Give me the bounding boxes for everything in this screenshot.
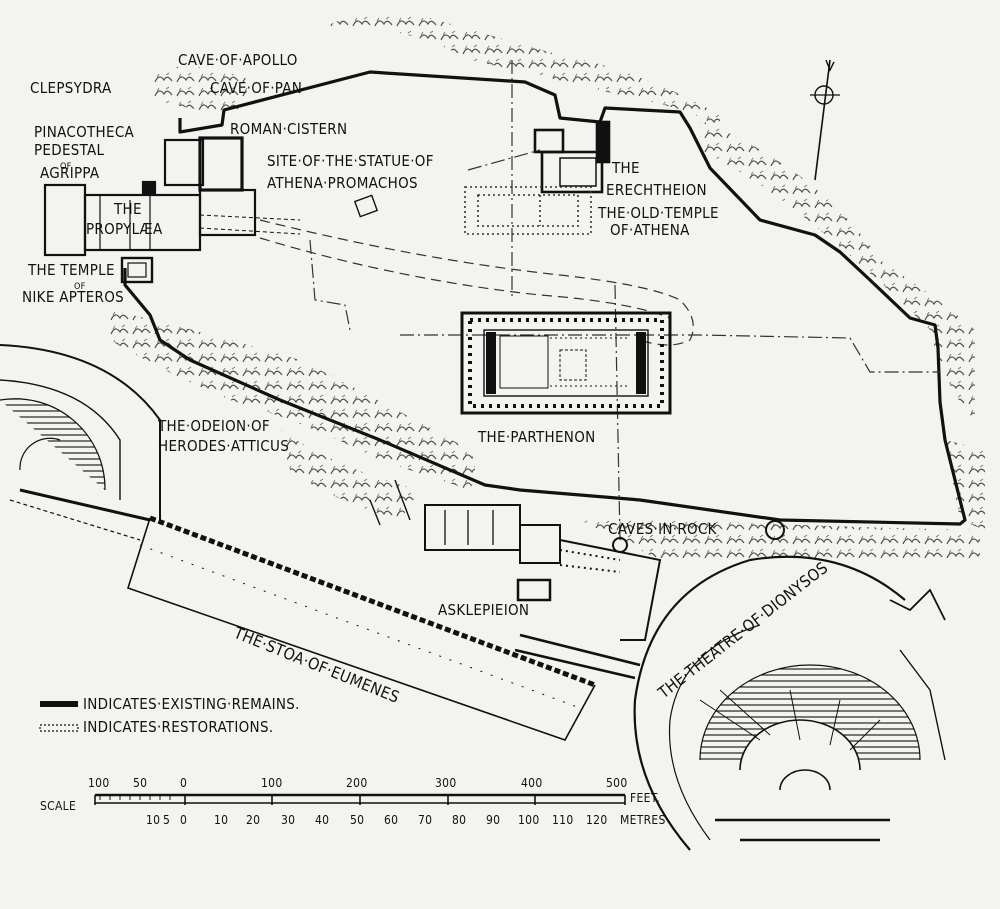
label-clepsydra: CLEPSYDRA xyxy=(30,79,112,97)
label-erechtheion-line1: THE xyxy=(612,159,640,177)
scale-metre-tick: 40 xyxy=(315,813,330,827)
scale-metre-tick: 100 xyxy=(518,813,540,827)
north-arrow-icon xyxy=(810,59,840,181)
scale-metre-tick: 50 xyxy=(350,813,365,827)
scale-feet-tick: 500 xyxy=(606,776,628,790)
label-pedestal-of: OF xyxy=(60,162,72,172)
scale-metre-tick: 30 xyxy=(281,813,296,827)
scale-metres-unit: METRES xyxy=(620,813,666,827)
scale-feet-tick: 100 xyxy=(88,776,110,790)
label-old-temple-line2: OF·ATHENA xyxy=(610,221,690,239)
scale-feet-tick: 300 xyxy=(435,776,457,790)
scale-feet-tick: 400 xyxy=(521,776,543,790)
propylaea-building xyxy=(43,136,301,284)
rock-slopes xyxy=(110,12,985,560)
scale-label: SCALE xyxy=(40,799,77,813)
label-nike-line2: NIKE APTEROS xyxy=(22,288,125,306)
label-odeion-line2: HERODES·ATTICUS xyxy=(158,437,290,455)
label-asklepieion: ASKLEPIEION xyxy=(438,601,530,619)
label-roman-cistern: ROMAN·CISTERN xyxy=(230,120,348,138)
label-old-temple-line1: THE·OLD·TEMPLE xyxy=(598,204,719,222)
legend-existing-swatch xyxy=(40,701,78,707)
scale-metre-tick: 10 xyxy=(146,813,161,827)
old-temple-athena xyxy=(464,186,592,235)
label-nike-line1: THE TEMPLE xyxy=(28,261,115,279)
stoa-building xyxy=(127,515,596,741)
label-pedestal: PEDESTAL xyxy=(34,141,105,159)
scale-feet-unit: FEET. xyxy=(630,791,660,805)
asklepieion-structures xyxy=(369,479,785,680)
label-cave-apollo: CAVE·OF·APOLLO xyxy=(178,51,298,69)
scale-metre-tick: 90 xyxy=(486,813,501,827)
label-pinacotheca: PINACOTHECA xyxy=(34,123,135,141)
scale-metre-tick: 80 xyxy=(452,813,467,827)
scale-feet-tick: 200 xyxy=(346,776,368,790)
scale-bar xyxy=(94,793,626,805)
scale-metre-tick: 120 xyxy=(586,813,608,827)
theatre-building xyxy=(633,555,946,851)
scale-feet-tick: 50 xyxy=(133,776,148,790)
scale-metre-tick: 10 xyxy=(214,813,229,827)
scale-feet-tick: 0 xyxy=(180,776,188,790)
scale-metre-tick: 70 xyxy=(418,813,433,827)
label-propylaea-line2: PROPYLÆA xyxy=(86,220,163,238)
label-cave-pan: CAVE·OF·PAN xyxy=(210,79,303,97)
legend-existing-text: INDICATES·EXISTING·REMAINS. xyxy=(83,695,300,713)
erechtheion-building xyxy=(533,120,611,194)
legend-restoration-swatch xyxy=(39,724,79,732)
parthenon-building xyxy=(460,311,672,415)
label-caves-in-rock: CAVES·IN·ROCK xyxy=(608,520,717,538)
scale-metre-tick: 0 xyxy=(180,813,188,827)
label-nike-of: OF xyxy=(74,282,86,292)
scale-feet-tick: 100 xyxy=(261,776,283,790)
label-odeion-line1: THE·ODEION·OF xyxy=(158,417,270,435)
label-propylaea-line1: THE xyxy=(114,200,142,218)
label-statue-site-line2: ATHENA·PROMACHOS xyxy=(267,174,418,192)
athena-promachos-site xyxy=(353,194,379,218)
scale-metre-tick: 5 xyxy=(163,813,171,827)
odeion-building xyxy=(0,344,161,541)
label-agrippa: AGRIPPA xyxy=(40,164,100,182)
scale-metre-tick: 60 xyxy=(384,813,399,827)
label-parthenon: THE·PARTHENON xyxy=(478,428,596,446)
scale-metre-tick: 20 xyxy=(246,813,261,827)
scale-metre-tick: 110 xyxy=(552,813,574,827)
label-statue-site-line1: SITE·OF·THE·STATUE·OF xyxy=(267,152,434,170)
label-erechtheion-line2: ERECHTHEION xyxy=(606,181,707,199)
legend-restorations-text: INDICATES·RESTORATIONS. xyxy=(83,718,274,736)
acropolis-wall xyxy=(123,70,967,526)
